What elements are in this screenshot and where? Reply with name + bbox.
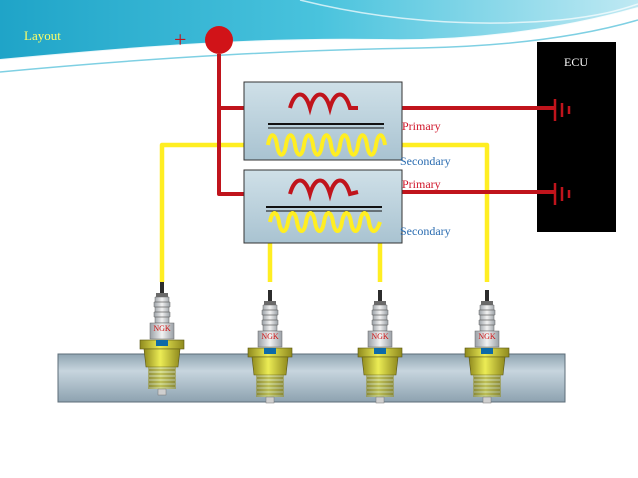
coil-1-secondary-winding <box>266 133 387 157</box>
coil-1-secondary-label: Secondary <box>400 154 451 168</box>
battery-positive-terminal <box>205 26 233 54</box>
ecu-box: ECU <box>537 42 616 232</box>
coil-2-secondary-label: Secondary <box>400 224 451 238</box>
ecu-label: ECU <box>564 55 588 69</box>
positive-sign: + <box>174 27 186 52</box>
ignition-coil-1 <box>243 81 403 161</box>
coil-1-primary-label: Primary <box>402 119 441 133</box>
coil-2-secondary-winding <box>268 211 382 233</box>
slide-title: Layout <box>24 28 61 43</box>
spark-plug-1-brand: NGK <box>153 324 171 333</box>
spark-plug-4: NGK <box>464 289 510 404</box>
spark-plug-2-brand: NGK <box>261 332 279 341</box>
spark-plug-1: NGK <box>139 281 185 396</box>
coil-1-primary-winding <box>288 92 358 116</box>
spark-plug-4-brand: NGK <box>478 332 496 341</box>
coil-2-primary-winding <box>288 178 359 202</box>
spark-plug-2: NGK <box>247 289 293 404</box>
header-banner <box>0 0 638 73</box>
coil-2-primary-label: Primary <box>402 177 441 191</box>
spark-plug-3-brand: NGK <box>371 332 389 341</box>
spark-plug-3: NGK <box>357 289 403 404</box>
ignition-coil-2 <box>243 169 403 244</box>
